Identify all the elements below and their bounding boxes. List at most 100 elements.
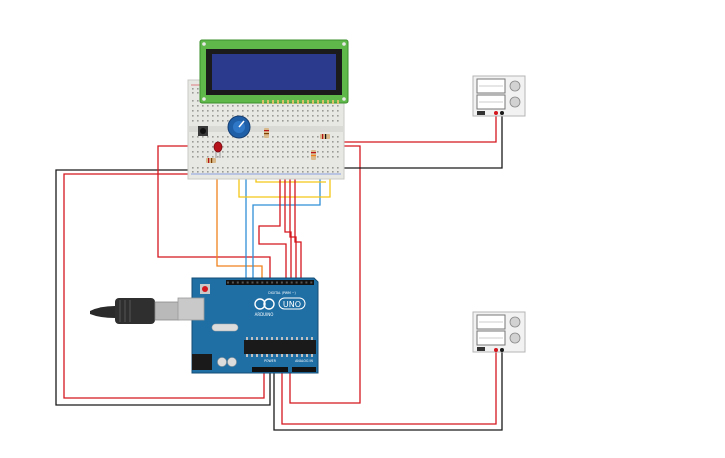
wire-red-bottom-supply[interactable] (281, 350, 497, 425)
breadboard-hole (337, 115, 339, 117)
breadboard-hole (302, 115, 304, 117)
push-button[interactable] (198, 126, 208, 136)
breadboard-hole (217, 136, 219, 138)
breadboard-hole (227, 120, 229, 122)
breadboard-hole (332, 115, 334, 117)
breadboard-hole (297, 136, 299, 138)
breadboard-hole (247, 136, 249, 138)
rail-hole (212, 167, 214, 169)
breadboard-hole (287, 136, 289, 138)
breadboard-hole (242, 146, 244, 148)
supply-terminal-positive[interactable] (494, 111, 498, 115)
power-header[interactable] (252, 367, 288, 372)
breadboard-hole (307, 156, 309, 158)
header-pin (246, 281, 249, 284)
wire-black-top-supply[interactable] (336, 113, 503, 169)
wire-red-left-loop[interactable] (63, 173, 265, 399)
rail-hole (207, 167, 209, 169)
header-pin (310, 281, 313, 284)
supply-terminal-negative[interactable] (500, 348, 504, 352)
rail-hole (302, 167, 304, 169)
wire-black-left-loop[interactable] (55, 169, 271, 406)
chip-pin (296, 354, 298, 357)
breadboard-hole (197, 156, 199, 158)
wire-red-top-supply[interactable] (336, 113, 497, 143)
supply-terminal-negative[interactable] (500, 111, 504, 115)
capacitor (217, 357, 227, 367)
breadboard-hole (307, 151, 309, 153)
lcd-pin (332, 100, 334, 104)
wire-red-bb-to-uno[interactable] (157, 145, 271, 280)
rail-hole (257, 167, 259, 169)
breadboard-hole (232, 115, 234, 117)
rail-hole (197, 88, 199, 90)
breadboard-hole (222, 120, 224, 122)
breadboard-hole (332, 110, 334, 112)
lcd-pin (277, 100, 279, 104)
breadboard-hole (337, 136, 339, 138)
lcd-mount-hole (342, 42, 346, 46)
breadboard-hole (322, 146, 324, 148)
resistor[interactable] (320, 134, 330, 139)
supply-knob-icon[interactable] (509, 96, 521, 108)
breadboard-hole (322, 115, 324, 117)
rail-hole (242, 167, 244, 169)
supply-knob-icon[interactable] (509, 316, 521, 328)
resistor[interactable] (311, 150, 316, 160)
breadboard-hole (272, 146, 274, 148)
usb-port (177, 297, 205, 321)
rail-hole (202, 171, 204, 173)
breadboard-hole (272, 141, 274, 143)
breadboard-hole (257, 151, 259, 153)
supply-knob-icon[interactable] (509, 80, 521, 92)
wire-red-right[interactable] (289, 145, 361, 404)
chip-pin (286, 354, 288, 357)
breadboard-hole (297, 120, 299, 122)
rail-hole (252, 167, 254, 169)
power-supply-top[interactable] (472, 75, 526, 117)
wire-red-data-1[interactable] (258, 120, 287, 280)
lcd-pin (337, 100, 339, 104)
rail-hole (332, 171, 334, 173)
rail-hole (327, 167, 329, 169)
lcd-display[interactable] (199, 39, 349, 104)
analog-header[interactable] (292, 367, 316, 372)
power-supply-bottom[interactable] (472, 311, 526, 353)
breadboard-hole (202, 141, 204, 143)
potentiometer[interactable] (227, 115, 251, 139)
wire-black-bottom-supply[interactable] (273, 350, 503, 431)
breadboard-hole (212, 115, 214, 117)
supply-terminal-positive[interactable] (494, 348, 498, 352)
breadboard-hole (232, 110, 234, 112)
header-pin (236, 281, 239, 284)
breadboard-hole (292, 141, 294, 143)
breadboard-hole (242, 110, 244, 112)
led[interactable] (213, 141, 223, 158)
breadboard-hole (317, 151, 319, 153)
breadboard-hole (302, 156, 304, 158)
resistor[interactable] (206, 158, 216, 163)
breadboard-hole (262, 105, 264, 107)
breadboard-hole (192, 120, 194, 122)
breadboard-hole (232, 141, 234, 143)
digital-header-label: DIGITAL (PWM ~) (268, 291, 295, 295)
chip-pin (271, 337, 273, 340)
rail-hole (227, 167, 229, 169)
breadboard-hole (292, 136, 294, 138)
digital-header[interactable] (226, 280, 314, 285)
breadboard-hole (257, 136, 259, 138)
chip-pin (246, 337, 248, 340)
resistor[interactable] (264, 128, 269, 138)
wire-orange[interactable] (216, 160, 263, 280)
header-pin (261, 281, 264, 284)
arduino-uno[interactable]: ARDUINO UNO DIGITAL (PWM ~) POWER ANALOG… (177, 277, 319, 374)
usb-cable[interactable] (90, 298, 180, 324)
breadboard-hole (282, 151, 284, 153)
breadboard-hole (197, 120, 199, 122)
supply-knob-icon[interactable] (509, 332, 521, 344)
breadboard-hole (292, 120, 294, 122)
wire-red-data-4[interactable] (294, 120, 302, 280)
lcd-pin (307, 100, 309, 104)
rail-hole (192, 88, 194, 90)
